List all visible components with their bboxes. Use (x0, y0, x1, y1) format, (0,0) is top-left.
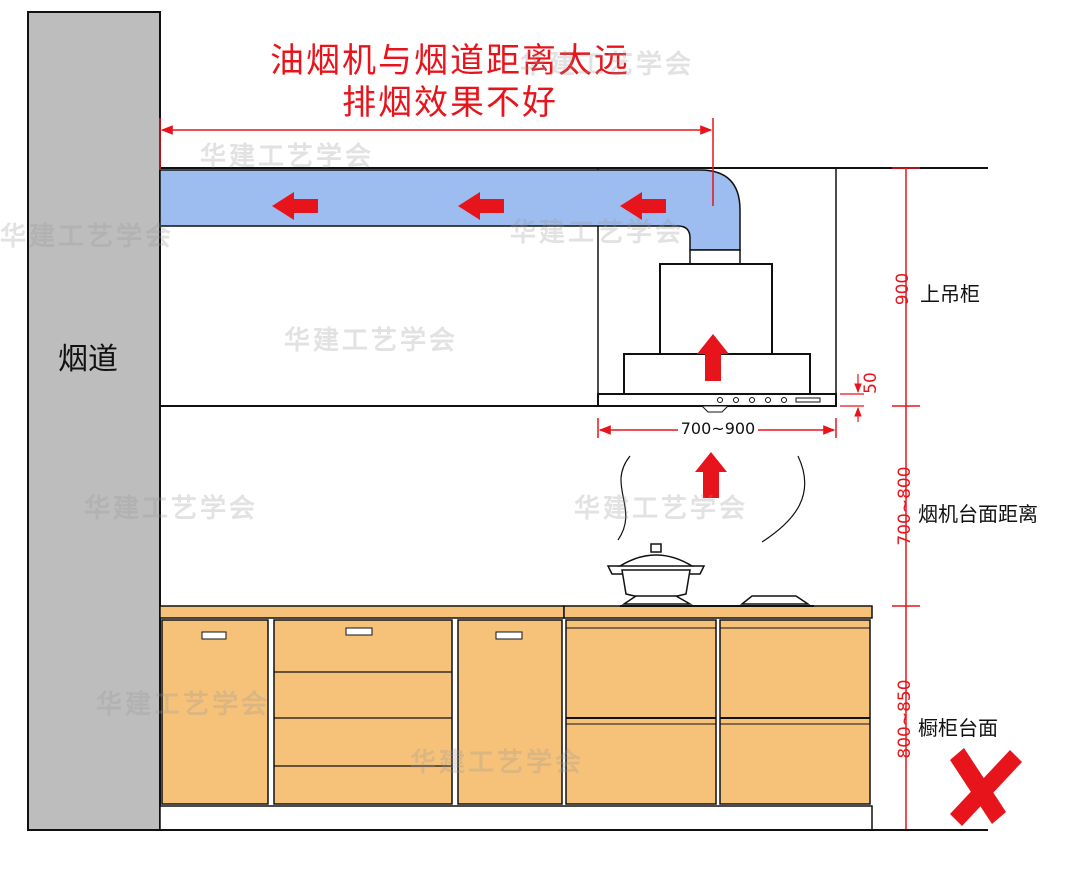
drawer-unit (273, 619, 453, 805)
steam-left (617, 455, 631, 541)
flow-arrow-left-1 (272, 192, 318, 220)
pot-lid (617, 554, 695, 567)
up-arrow-hood (697, 334, 729, 381)
pot-handle-right (690, 565, 706, 575)
watermark: 华建工艺学会 (0, 222, 175, 252)
duct-collar (689, 249, 741, 265)
burner-right (739, 595, 811, 605)
cabinet-counter-label: 橱柜台面 (918, 716, 998, 740)
flue-label: 烟道 (58, 342, 118, 377)
cabinet-handle (201, 631, 227, 640)
dimension-counter-height: 800~850 (895, 679, 915, 759)
flow-arrow-left-2 (458, 192, 504, 220)
hood-knob (749, 397, 755, 403)
countertop-left (159, 605, 565, 619)
flue-wall (27, 11, 161, 831)
dimension-hood-offset: 50 (861, 372, 881, 394)
stove-cabinet (719, 619, 871, 805)
hood-knob (717, 397, 723, 403)
red-x-icon (950, 748, 1022, 826)
stove-cabinet (565, 619, 717, 805)
dimension-hood-to-counter: 700~800 (895, 466, 915, 546)
hood-counter-distance-label: 烟机台面距离 (918, 502, 1038, 526)
hood-light (700, 405, 730, 413)
watermark: 华建工艺学会 (574, 494, 749, 524)
dimension-hood-width: 700~900 (680, 419, 756, 438)
cabinet-door (161, 619, 269, 805)
flow-arrow-left-3 (620, 192, 666, 220)
hood-knob (733, 397, 739, 403)
pot-lid-knob (650, 543, 662, 553)
drawer-handle (345, 627, 373, 636)
title-line-1: 油烟机与烟道距离太远 (270, 41, 630, 81)
cabinet-handle (495, 631, 523, 640)
watermark: 华建工艺学会 (510, 218, 685, 248)
cabinet-plinth (159, 805, 873, 831)
countertop-right (563, 605, 873, 619)
burner-left (621, 595, 693, 605)
up-arrow-steam (695, 452, 727, 498)
watermark: 华建工艺学会 (96, 690, 271, 720)
hood-knob (765, 397, 771, 403)
steam-right (761, 455, 806, 543)
watermark: 华建工艺学会 (284, 326, 459, 356)
watermark: 华建工艺学会 (200, 142, 375, 172)
watermark: 华建工艺学会 (520, 50, 695, 80)
pot-handle-left (606, 565, 622, 575)
hood-display (795, 397, 821, 403)
upper-cabinet-label: 上吊柜 (920, 282, 980, 306)
title-line-2: 排烟效果不好 (342, 83, 558, 123)
hood-knob (781, 397, 787, 403)
watermark: 华建工艺学会 (410, 748, 585, 778)
pot-body (621, 569, 691, 599)
dimension-upper-cabinet: 900 (893, 272, 913, 306)
cabinet-door (457, 619, 563, 805)
watermark: 华建工艺学会 (84, 494, 259, 524)
